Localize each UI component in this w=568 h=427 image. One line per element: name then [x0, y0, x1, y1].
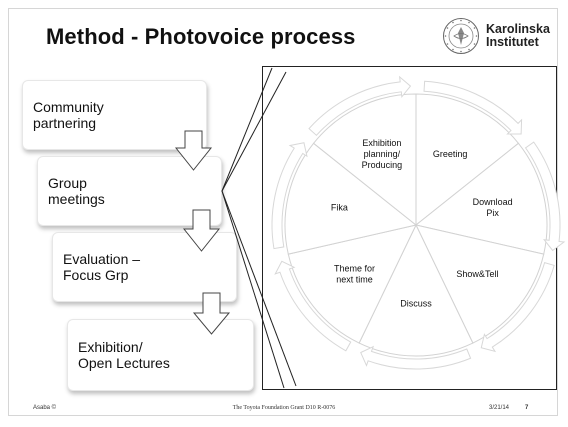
step-label: Exhibition/ Open Lectures	[78, 339, 170, 371]
cycle-segment	[287, 224, 417, 344]
cycle-segment	[358, 223, 474, 357]
step-box-exhibition: Exhibition/ Open Lectures	[67, 319, 254, 391]
cycle-arrow-icon	[271, 142, 308, 250]
footer-copyright: Asaba ©	[33, 405, 57, 411]
slide-title: Method - Photovoice process	[46, 24, 356, 49]
cycle-segment	[312, 93, 417, 227]
karolinska-logo: Karolinska Institutet	[442, 16, 560, 56]
logo-name-line1: Karolinska	[486, 22, 550, 36]
cycle-segment	[414, 142, 548, 255]
cycle-segment-label: Discuss	[400, 299, 432, 309]
cycle-arrow-icon	[524, 141, 566, 252]
cycle-segment	[415, 93, 520, 227]
cycle-arrow-icon	[423, 80, 523, 135]
logo-name: Karolinska Institutet	[486, 23, 550, 49]
cycle-arrow-icon	[480, 261, 555, 353]
step-label: Community partnering	[33, 99, 104, 131]
callout-lines	[221, 67, 297, 389]
down-arrow-icon	[182, 209, 221, 252]
footer-grant: The Toyota Foundation Grant D10 R-0076	[232, 405, 336, 411]
footer-date: 3/21/14	[489, 405, 510, 411]
cycle-arrow-icon	[308, 75, 412, 137]
cycle-segment	[284, 142, 418, 255]
cycle-segment-label: Greeting	[433, 149, 468, 159]
cycle-segment-label: Show&Tell	[456, 269, 498, 279]
step-box-community-partnering: Community partnering	[22, 80, 207, 150]
down-arrow-icon	[174, 130, 213, 171]
step-label: Group meetings	[48, 175, 105, 207]
footer-page-number: 7	[525, 405, 529, 411]
university-seal-icon	[443, 18, 479, 54]
cycle-segment-label: Fika	[331, 203, 348, 213]
down-arrow-icon	[192, 292, 231, 335]
logo-name-line2: Institutet	[486, 35, 539, 49]
step-label: Evaluation – Focus Grp	[63, 251, 141, 283]
cycle-arrow-icon	[274, 260, 352, 352]
cycle-arrow-icon	[360, 345, 472, 370]
cycle-segment	[415, 224, 545, 344]
